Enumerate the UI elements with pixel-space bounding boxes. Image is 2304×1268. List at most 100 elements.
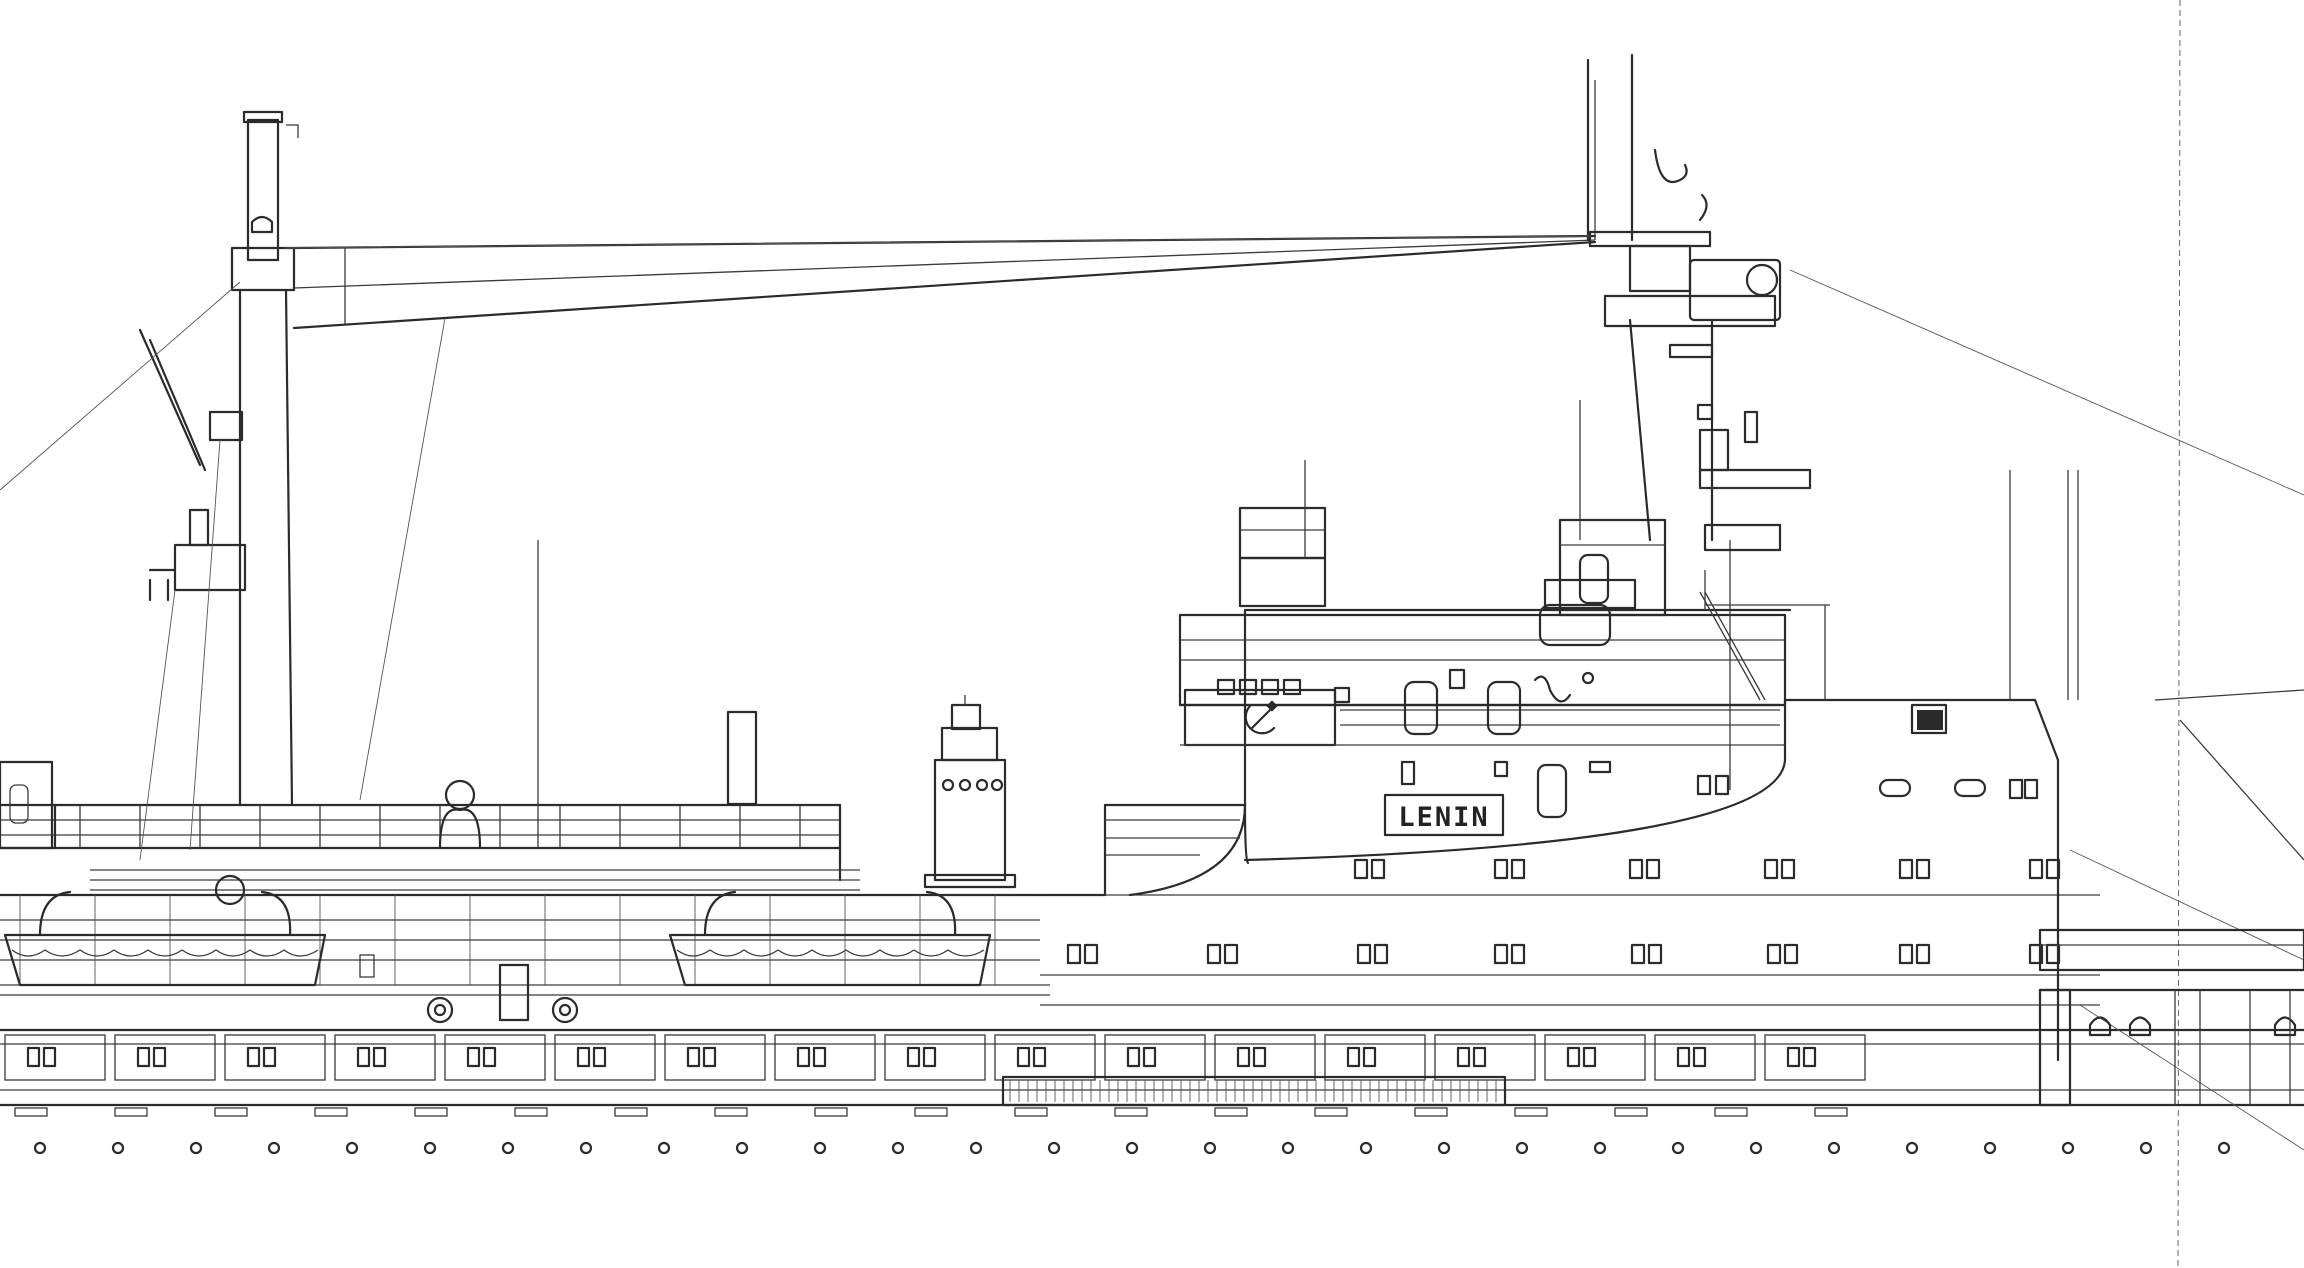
window (372, 1046, 387, 1068)
porthole-icon (1593, 1141, 1607, 1155)
hull-slot (1114, 1107, 1148, 1117)
window-panel (334, 1034, 436, 1081)
window-panel (224, 1034, 326, 1081)
window (1510, 858, 1526, 880)
hull-slot (1614, 1107, 1648, 1117)
window (1630, 943, 1646, 965)
window (1370, 858, 1386, 880)
porthole-icon (1203, 1141, 1217, 1155)
window (1142, 1046, 1157, 1068)
window (1362, 1046, 1377, 1068)
window (152, 1046, 167, 1068)
window (1783, 943, 1799, 965)
window (686, 1046, 701, 1068)
porthole-icon (1125, 1141, 1139, 1155)
porthole-icon (2217, 1141, 2231, 1155)
hull-slot (1714, 1107, 1748, 1117)
window (26, 1046, 41, 1068)
window (1032, 1046, 1047, 1068)
porthole-icon (2139, 1141, 2153, 1155)
hull-slot (914, 1107, 948, 1117)
porthole-icon (189, 1141, 203, 1155)
window-panel (114, 1034, 216, 1081)
window (1786, 1046, 1801, 1068)
porthole-icon (111, 1141, 125, 1155)
porthole-icon (2061, 1141, 2075, 1155)
window (1510, 943, 1526, 965)
window (1493, 858, 1509, 880)
window (906, 1046, 921, 1068)
window (1206, 943, 1222, 965)
window-panel (1324, 1034, 1426, 1081)
window (1356, 943, 1372, 965)
porthole-icon (1515, 1141, 1529, 1155)
window (2028, 858, 2044, 880)
bilge-keel-strip (1001, 1075, 1507, 1107)
window (576, 1046, 591, 1068)
porthole-icon (579, 1141, 593, 1155)
window-panel (554, 1034, 656, 1081)
window-panel (1434, 1034, 1536, 1081)
window (592, 1046, 607, 1068)
window (1493, 943, 1509, 965)
main-mast (284, 53, 2304, 1151)
porthole-icon (1437, 1141, 1451, 1155)
porthole-icon (345, 1141, 359, 1155)
window-panel (884, 1034, 986, 1081)
hammer-and-sickle-icon (1244, 700, 1278, 735)
hull-slot (1214, 1107, 1248, 1117)
porthole-icon (735, 1141, 749, 1155)
window (1647, 943, 1663, 965)
window (1692, 1046, 1707, 1068)
lower-deck-windows (4, 1034, 1866, 1117)
hull-slot (714, 1107, 748, 1117)
porthole-icon (1905, 1141, 1919, 1155)
window (1628, 858, 1644, 880)
window (1252, 1046, 1267, 1068)
window (702, 1046, 717, 1068)
porthole-icon (657, 1141, 671, 1155)
window (356, 1046, 371, 1068)
porthole-icon (1281, 1141, 1295, 1155)
window (1236, 1046, 1251, 1068)
window (1456, 1046, 1471, 1068)
window (1566, 1046, 1581, 1068)
window (246, 1046, 261, 1068)
porthole-icon (501, 1141, 515, 1155)
porthole-icon (1671, 1141, 1685, 1155)
hull-slot (314, 1107, 348, 1117)
window (1346, 1046, 1361, 1068)
hull-slot (1314, 1107, 1348, 1117)
window-panel (1654, 1034, 1756, 1081)
window-panel (1214, 1034, 1316, 1081)
window (796, 1046, 811, 1068)
porthole-icon (1749, 1141, 1763, 1155)
window (1763, 858, 1779, 880)
window (1766, 943, 1782, 965)
hull-portholes (33, 1141, 2231, 1155)
window-panel (994, 1034, 1096, 1081)
hull-slot (114, 1107, 148, 1117)
window (1353, 858, 1369, 880)
window (1066, 943, 1082, 965)
name-board (1383, 793, 1505, 837)
hull (0, 894, 2304, 1107)
forward-deckhouse (0, 760, 54, 850)
lifeboat-forward (3, 890, 327, 987)
hull-slot (1014, 1107, 1048, 1117)
window (1676, 1046, 1691, 1068)
hull-slot (414, 1107, 448, 1117)
porthole-icon (891, 1141, 905, 1155)
window-panel (664, 1034, 766, 1081)
window (1083, 943, 1099, 965)
window-panel (4, 1034, 106, 1081)
ship-name-label: LENIN (1398, 802, 1489, 833)
porthole-icon (1359, 1141, 1373, 1155)
hull-slot (214, 1107, 248, 1117)
window-panel (1764, 1034, 1866, 1081)
porthole-icon (969, 1141, 983, 1155)
window (136, 1046, 151, 1068)
window (466, 1046, 481, 1068)
porthole-icon (33, 1141, 47, 1155)
window (1472, 1046, 1487, 1068)
